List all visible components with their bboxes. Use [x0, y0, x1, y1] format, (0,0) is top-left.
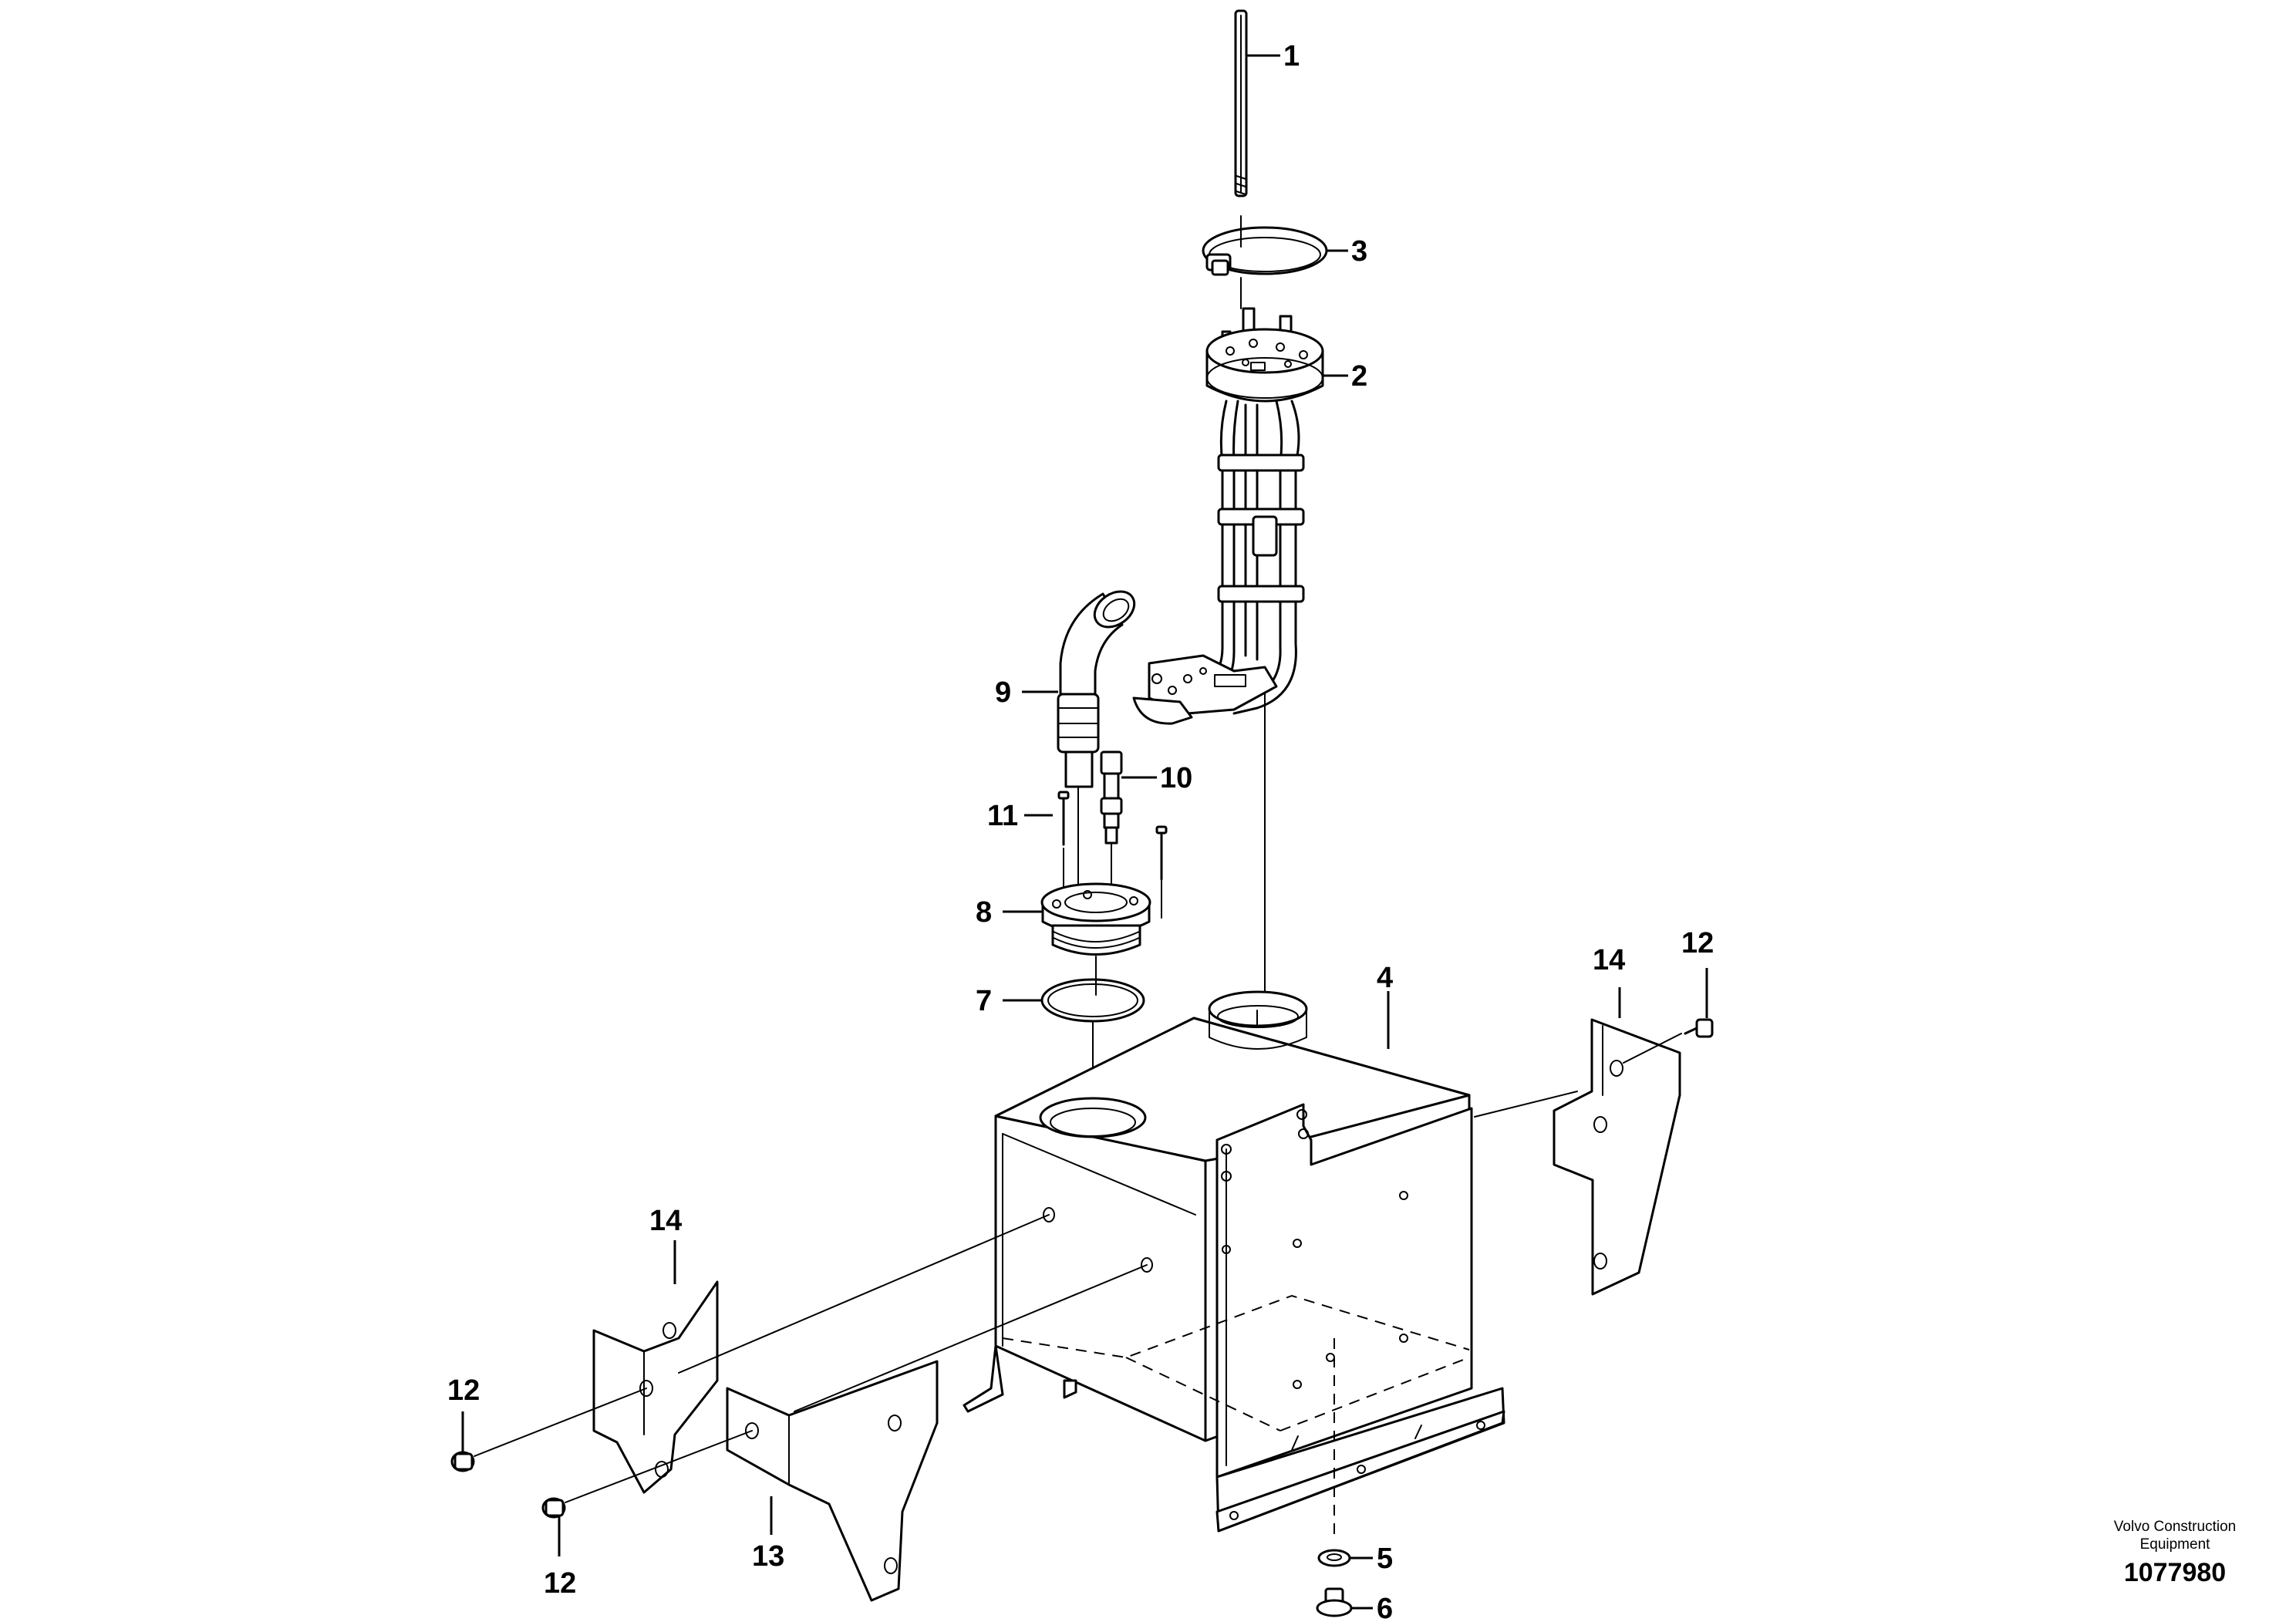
callout-3: 3 [1351, 235, 1367, 268]
callout-14-right: 14 [1593, 944, 1625, 976]
callout-1: 1 [1283, 40, 1300, 73]
company-line-1: Volvo Construction [2114, 1519, 2236, 1535]
part-2-sender-assembly [1132, 307, 1348, 1011]
callout-14-left: 14 [649, 1205, 682, 1237]
part-12-bolt-right [1623, 968, 1714, 1064]
callout-12-left-upper: 12 [447, 1374, 480, 1407]
part-1-rod [1234, 9, 1280, 197]
callout-6: 6 [1377, 1593, 1393, 1622]
document-number: 1077980 [2124, 1558, 2226, 1587]
part-6-drain-plug [1316, 1587, 1373, 1617]
callout-12-left-lower: 12 [544, 1567, 576, 1600]
part-10-fitting [1100, 750, 1157, 888]
part-14-right-bracket [1553, 987, 1681, 1296]
part-8-threaded-cap [1003, 882, 1151, 996]
part-9-elbow [1022, 590, 1136, 888]
callout-4: 4 [1377, 962, 1393, 994]
part-11-screws [1024, 791, 1168, 919]
callout-11: 11 [987, 800, 1018, 832]
company-line-2: Equipment [2140, 1536, 2211, 1553]
part-4-tank [963, 990, 1578, 1535]
part-13-bracket [726, 1264, 1148, 1602]
part-14-left-bracket [592, 1214, 1050, 1494]
callout-10: 10 [1160, 762, 1192, 794]
callout-7: 7 [976, 985, 992, 1017]
part-12-bolt-left-upper [450, 1388, 647, 1472]
callout-13: 13 [752, 1540, 784, 1573]
callout-8: 8 [976, 896, 992, 929]
part-12-bolt-left-lower [541, 1430, 753, 1556]
callout-9: 9 [995, 676, 1011, 709]
part-5-washer [1317, 1549, 1373, 1567]
callout-5: 5 [1377, 1543, 1393, 1575]
callout-2: 2 [1351, 360, 1367, 393]
part-3-clamp [1202, 215, 1348, 309]
callout-12-right: 12 [1681, 927, 1714, 959]
